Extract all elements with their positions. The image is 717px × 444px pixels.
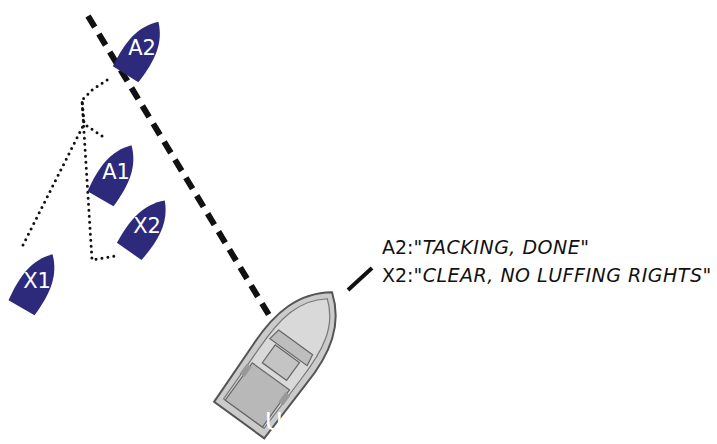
sailboat: X1 <box>5 245 69 317</box>
track-line <box>82 78 110 136</box>
boat-label: U <box>265 410 283 434</box>
callout-text: A2:"TACKING, DONE" X2:"CLEAR, NO LUFFING… <box>382 233 712 289</box>
motorboat: U <box>206 272 364 442</box>
speaker-tag: X2: <box>382 264 414 286</box>
callout-row: A2:"TACKING, DONE" <box>382 233 712 261</box>
speaker-tag: A2: <box>382 236 414 258</box>
leader-line <box>348 268 372 290</box>
boat-label: X1 <box>23 271 51 292</box>
hail-text: "TACKING, DONE" <box>414 236 590 258</box>
motorboat-hull <box>206 272 364 442</box>
callout-row: X2:"CLEAR, NO LUFFING RIGHTS" <box>382 261 712 289</box>
sailboat: X2 <box>115 190 179 262</box>
sailboat: A1 <box>84 136 148 208</box>
boat-label: A1 <box>102 162 130 183</box>
boat-label: A2 <box>128 38 156 59</box>
boat-label: X2 <box>133 216 161 237</box>
sailboat: A2 <box>110 12 174 84</box>
hail-text: "CLEAR, NO LUFFING RIGHTS" <box>414 264 712 286</box>
